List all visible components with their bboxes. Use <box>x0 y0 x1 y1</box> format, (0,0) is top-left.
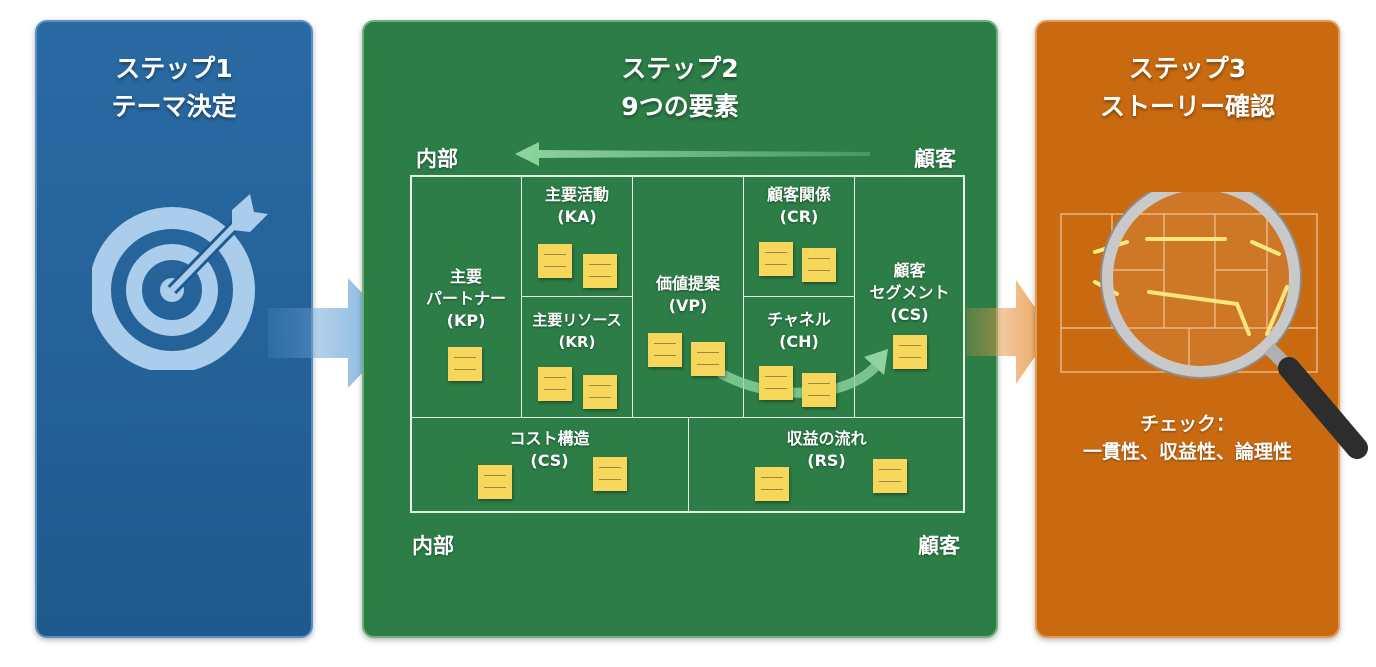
block-label: (KA) <box>557 207 597 226</box>
step2-panel: ステップ2 9つの要素 <box>362 20 998 638</box>
corner-customer-bottom: 顧客 <box>918 534 960 558</box>
block-label: セグメント <box>869 283 950 302</box>
block-label: 主要 <box>449 267 482 286</box>
sticky-note <box>648 333 682 367</box>
block-label: (CH) <box>779 332 819 351</box>
block-label: (KR) <box>558 333 596 351</box>
block-label: (CS) <box>530 451 569 470</box>
sticky-note <box>538 244 572 278</box>
corner-customer-top: 顧客 <box>914 147 956 171</box>
block-key-resources: 主要リソース (KR) <box>521 296 633 418</box>
step2-title-line1: ステップ2 <box>621 54 739 83</box>
block-label: 顧客 <box>893 261 926 280</box>
corner-internal-top: 内部 <box>416 147 458 171</box>
check-criteria: チェック： 一貫性、収益性、論理性 <box>1037 410 1338 466</box>
step2-title: ステップ2 9つの要素 <box>364 50 996 126</box>
corner-internal-bottom: 内部 <box>412 534 454 558</box>
sticky-note <box>538 367 572 401</box>
block-label: (RS) <box>807 451 846 470</box>
sticky-note <box>893 335 927 369</box>
sticky-note <box>583 375 617 409</box>
block-key-partners: 主要パートナー (KP) <box>410 175 522 418</box>
arrow-step2-to-step3 <box>966 280 1052 384</box>
block-customer-segments: 顧客セグメント (CS) <box>854 175 965 418</box>
target-icon <box>92 194 268 370</box>
sticky-note <box>873 459 907 493</box>
block-label: 価値提案 <box>655 274 720 293</box>
sticky-note <box>759 366 793 400</box>
mini-canvas-with-magnifier-icon <box>1060 192 1368 459</box>
block-label: (VP) <box>668 296 708 315</box>
step3-title: ステップ3 ストーリー確認 <box>1037 50 1338 126</box>
block-customer-relationships: 顧客関係 (CR) <box>743 175 855 297</box>
step1-title: ステップ1 テーマ決定 <box>37 50 311 126</box>
flow-arrow-vp-to-cs <box>717 349 888 398</box>
step1-title-line1: ステップ1 <box>115 54 233 83</box>
block-label: (CS) <box>890 305 929 324</box>
sticky-note <box>802 248 836 282</box>
step3-title-line2: ストーリー確認 <box>1099 92 1275 121</box>
step1-panel: ステップ1 テーマ決定 <box>35 20 313 638</box>
step3-panel: ステップ3 ストーリー確認 チェック： 一貫性、収益性、論理性 <box>1035 20 1368 638</box>
check-label: チェック： <box>1139 413 1235 435</box>
block-label: チャネル <box>767 310 831 329</box>
step3-title-line1: ステップ3 <box>1128 54 1247 83</box>
block-label: パートナー <box>425 289 506 308</box>
block-revenue-streams: 収益の流れ (RS) <box>688 417 965 513</box>
sticky-note <box>448 347 482 381</box>
block-cost-structure: コスト構造 (CS) <box>410 417 689 513</box>
block-label: 顧客関係 <box>766 185 831 204</box>
sticky-note <box>759 242 793 276</box>
check-items: 一貫性、収益性、論理性 <box>1082 441 1292 463</box>
block-label: 主要活動 <box>544 185 609 204</box>
arrow-customer-to-internal <box>515 142 870 166</box>
block-label: (KP) <box>446 311 486 330</box>
block-label: 収益の流れ <box>786 429 867 448</box>
sticky-note <box>691 342 725 376</box>
sticky-note <box>755 467 789 501</box>
step1-title-line2: テーマ決定 <box>111 92 237 121</box>
block-label: 主要リソース <box>532 311 622 329</box>
step2-title-line2: 9つの要素 <box>621 92 739 121</box>
block-label: コスト構造 <box>509 429 590 448</box>
sticky-note <box>593 457 627 491</box>
sticky-note <box>583 254 617 288</box>
sticky-note <box>478 465 512 499</box>
sticky-note <box>802 373 836 407</box>
block-label: (CR) <box>779 207 819 226</box>
